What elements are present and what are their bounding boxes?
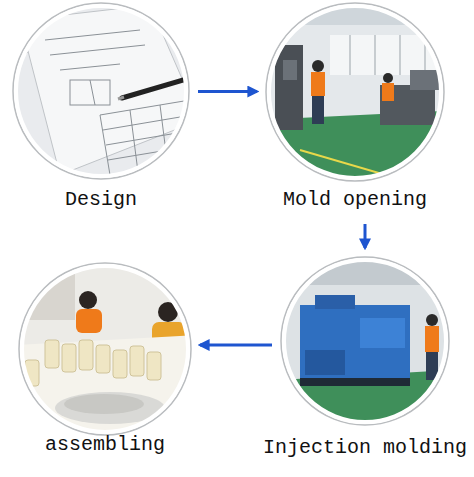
flow-arrow	[200, 344, 272, 347]
step-label: Design	[0, 188, 230, 212]
flow-arrow	[364, 224, 367, 248]
photo-ring	[12, 2, 190, 180]
ring-shadow	[13, 3, 189, 179]
ring-border	[16, 6, 186, 176]
step-label: Mold opening	[225, 188, 474, 212]
photo-ring	[265, 2, 445, 182]
process-circle: Injection molding	[280, 256, 450, 464]
design-photo	[0, 0, 200, 190]
injection-photo	[280, 255, 450, 425]
photo-ring	[18, 262, 192, 436]
mold-photo	[260, 0, 460, 190]
process-circle: Design	[12, 2, 190, 216]
ring-shadow	[266, 3, 444, 181]
ring-shadow	[281, 257, 449, 425]
flow-arrow	[198, 90, 257, 93]
step-label: Injection molding	[240, 436, 474, 460]
step-label: assembling	[0, 433, 232, 457]
ring-border	[284, 260, 446, 422]
photo-ring	[280, 256, 450, 426]
ring-border	[22, 266, 188, 432]
process-circle: Mold opening	[265, 2, 445, 216]
ring-border	[269, 6, 441, 178]
process-circle: assembling	[18, 262, 192, 461]
ring-shadow	[19, 263, 191, 435]
assembling-photo	[15, 260, 200, 440]
